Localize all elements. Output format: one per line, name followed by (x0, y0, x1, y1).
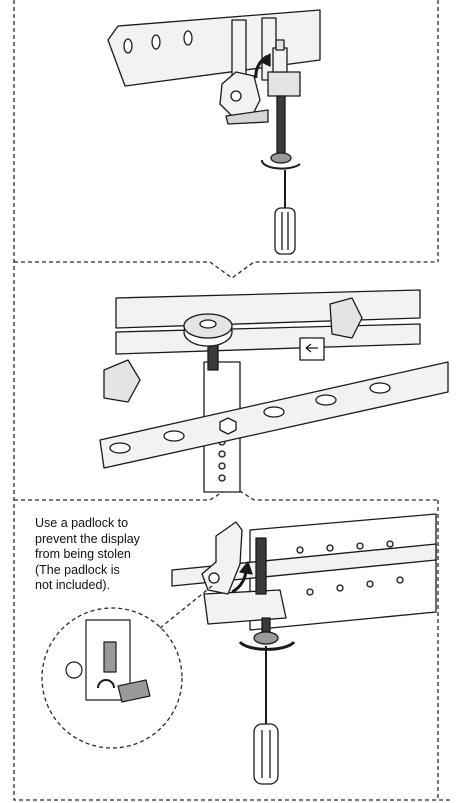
step-1-illustration (0, 0, 459, 262)
step-2-illustration (0, 262, 459, 500)
bracket-plate (203, 589, 287, 625)
rotate-arrow-icon (260, 159, 301, 170)
step-divider-1 (14, 261, 438, 279)
screwdriver-handle (274, 207, 296, 255)
screwdriver-handle (253, 723, 279, 785)
note-line: prevent the display (35, 531, 140, 546)
threaded-bolt (276, 95, 286, 157)
bolt-head (253, 631, 279, 645)
rail-slot (369, 382, 391, 394)
rail-slot (109, 442, 131, 454)
rail-slot (123, 38, 133, 54)
rail-slot (163, 430, 185, 442)
rail-slot (315, 394, 337, 406)
back-rail (115, 323, 421, 355)
step-3-illustration (0, 500, 459, 800)
detail-magnifier (41, 607, 183, 749)
vertical-post (231, 19, 247, 81)
padlock-icon (117, 679, 151, 703)
tab-hole (208, 572, 220, 584)
back-rail (115, 289, 421, 329)
arrow-plate (299, 337, 325, 361)
arrow-icon (305, 343, 318, 353)
note-line: (The padlock is (35, 562, 120, 577)
back-rail (171, 543, 437, 587)
lock-tab (201, 521, 243, 595)
bracket-block (267, 71, 301, 97)
side-knob (329, 297, 363, 339)
rail-slot (151, 34, 161, 50)
note-line: not included). (35, 578, 111, 592)
bolt-top (272, 47, 288, 73)
tab-hole (230, 90, 242, 102)
rail-slot (183, 30, 193, 46)
hex-nut (219, 417, 237, 435)
step-divider-2 (14, 485, 438, 501)
note-line: Use a padlock to (35, 516, 129, 530)
note-line: from being stolen (35, 547, 131, 561)
side-knob (103, 359, 141, 403)
threaded-bolt (255, 537, 267, 595)
rail-slot (263, 406, 285, 418)
bolt-head (270, 152, 292, 164)
padlock-note: Use a padlock to prevent the display fro… (35, 516, 185, 594)
